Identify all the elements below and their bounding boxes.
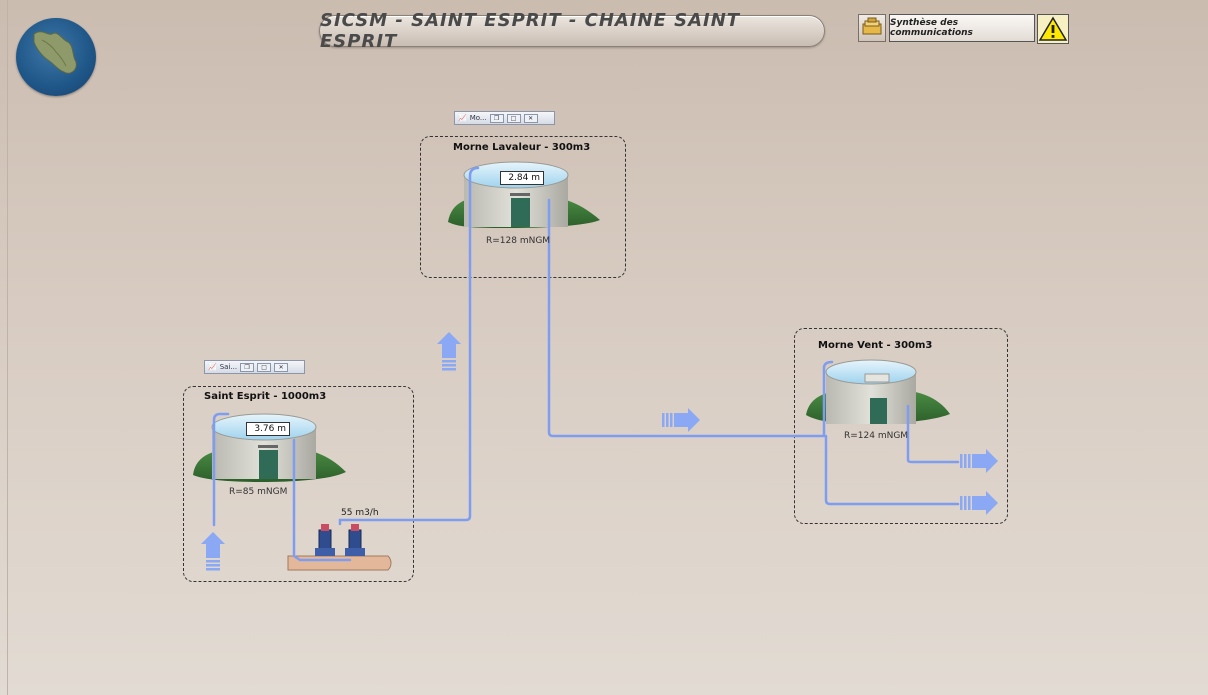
reservoir-saint-esprit: [193, 413, 346, 482]
warning-button[interactable]: [1037, 14, 1069, 44]
maximize-icon[interactable]: □: [506, 113, 521, 123]
flow-arrow-icon: [662, 408, 700, 432]
toolbar-label: Mo...: [469, 114, 487, 122]
pump-icon: [315, 524, 335, 556]
toolbox-button[interactable]: [858, 14, 886, 42]
elevation-label: R=128 mNGM: [486, 236, 551, 246]
flow-arrow-icon: [960, 449, 998, 473]
communications-summary-button[interactable]: Synthèse des communications: [889, 14, 1035, 42]
station-morne-lavaleur: [420, 136, 626, 278]
warning-icon: [1038, 16, 1068, 41]
station-title: Morne Vent - 300m3: [818, 340, 933, 351]
level-readout[interactable]: 2.84 m: [500, 171, 544, 185]
map-logo-icon: [16, 18, 96, 96]
restore-icon[interactable]: ❐: [240, 362, 255, 372]
reservoir-morne-lavaleur: [448, 161, 600, 228]
flow-readout[interactable]: 55 m3/h: [341, 508, 379, 518]
maximize-icon[interactable]: □: [257, 362, 272, 372]
pump-icon: [345, 524, 365, 556]
flow-arrow-icon: [201, 532, 225, 571]
toolbox-icon: [862, 17, 882, 35]
restore-icon[interactable]: ❐: [489, 113, 504, 123]
elevation-label: R=85 mNGM: [229, 487, 288, 497]
level-readout[interactable]: 3.76 m: [246, 422, 290, 436]
page-title: SICSM - SAINT ESPRIT - CHAINE SAINT ESPR…: [319, 10, 825, 52]
morne-lavaleur-toolbar: 📈 Mo... ❐ □ ✕: [454, 111, 555, 125]
trend-icon[interactable]: 📈: [458, 114, 467, 122]
pipes: [212, 166, 960, 562]
pump-station: [287, 524, 392, 571]
close-icon[interactable]: ✕: [274, 362, 289, 372]
toolbar-label: Sai...: [219, 363, 238, 371]
trend-icon[interactable]: 📈: [208, 363, 217, 371]
elevation-label: R=124 mNGM: [844, 431, 909, 441]
close-icon[interactable]: ✕: [523, 113, 538, 123]
station-saint-esprit: [183, 386, 414, 582]
saint-esprit-toolbar: 📈 Sai... ❐ □ ✕: [204, 360, 305, 374]
station-morne-vent: [794, 328, 1008, 524]
flow-arrow-icon: [960, 491, 998, 515]
reservoir-morne-vent: [806, 359, 950, 424]
window-left-border: [7, 0, 8, 695]
station-title: Morne Lavaleur - 300m3: [453, 142, 591, 153]
station-title: Saint Esprit - 1000m3: [204, 391, 327, 402]
flow-arrow-icon: [437, 332, 461, 371]
